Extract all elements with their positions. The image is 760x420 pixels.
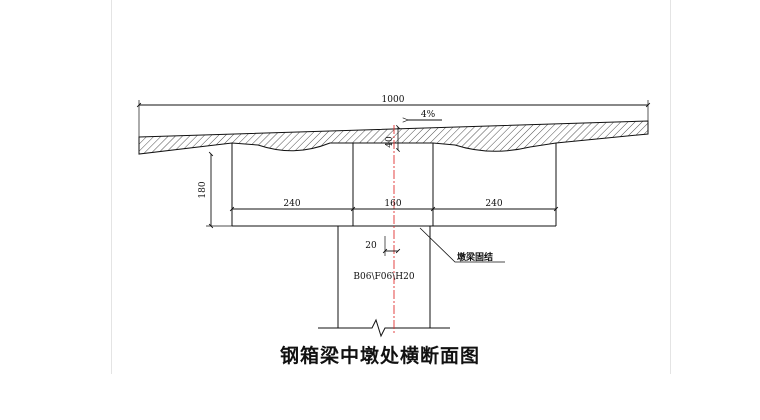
slope-label: 4% — [421, 110, 436, 120]
dim-deck-thickness: 40 — [385, 125, 400, 152]
dim-right-cell-label: 240 — [485, 199, 502, 209]
dim-total-width-label: 1000 — [382, 95, 405, 105]
drawing-caption: 钢箱梁中墩处横断面图 — [279, 345, 480, 367]
slope-indicator: 4% — [407, 110, 442, 120]
dim-center-cell-label: 160 — [384, 199, 401, 209]
dim-height-label: 180 — [198, 181, 208, 198]
bearing-code-label: B06\F06\H20 — [353, 272, 414, 282]
dim-offset-label: 20 — [365, 241, 377, 251]
dim-height: 180 — [198, 151, 232, 229]
dim-left-cell-label: 240 — [283, 199, 300, 209]
pier-column — [318, 226, 450, 338]
pier-girder-connection-callout: 墩梁固结 — [419, 227, 505, 263]
dim-cells: 240 160 240 — [229, 199, 559, 212]
dim-deck-thickness-label: 40 — [385, 136, 395, 148]
callout-label: 墩梁固结 — [457, 251, 493, 263]
dim-offset: 20 — [365, 236, 401, 256]
dim-total-width: 1000 — [136, 95, 651, 137]
drawing-sheet — [111, 0, 671, 374]
